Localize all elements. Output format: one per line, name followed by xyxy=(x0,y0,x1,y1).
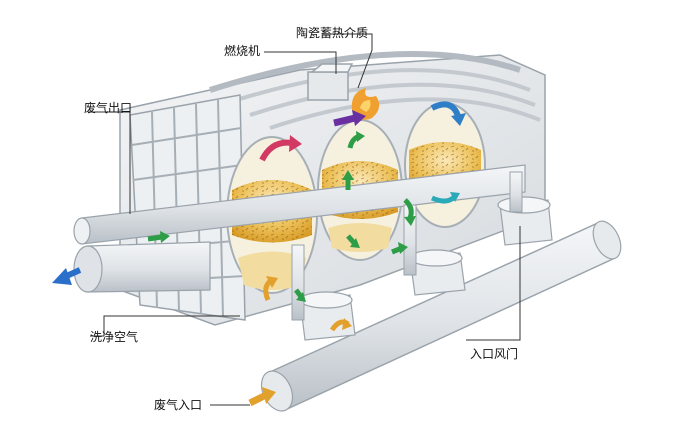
label-burner: 燃烧机 xyxy=(224,44,261,58)
flame-icon xyxy=(351,88,380,120)
arrow-up-green-1 xyxy=(342,170,354,190)
regenerator-bed-3 xyxy=(404,102,486,228)
label-exhaust-inlet: 废气入口 xyxy=(154,398,203,412)
arrow-purple xyxy=(333,110,366,127)
label-exhaust-outlet: 废气出口 xyxy=(84,101,133,115)
inlet-damper-3 xyxy=(497,196,553,246)
arrow-blue-curve xyxy=(430,101,466,126)
arrow-orange-inlet-curve xyxy=(329,318,352,332)
arrow-red-curve xyxy=(259,135,302,162)
leader-burner xyxy=(264,51,337,74)
arrow-up-green-2 xyxy=(347,131,365,149)
arrow-inlet-orange xyxy=(248,387,276,407)
label-inlet-damper: 入口风门 xyxy=(470,347,519,361)
inlet-damper-2 xyxy=(409,249,466,296)
inlet-damper-1 xyxy=(299,291,356,341)
exhaust-outlet-cylinder xyxy=(73,241,211,293)
leader-ceramic-medium xyxy=(330,33,373,89)
arrow-green-bed2-bottom xyxy=(346,234,360,248)
arrow-green-damper2 xyxy=(391,242,408,255)
arrow-green-bed2-right xyxy=(403,198,416,226)
exhaust-outlet-duct xyxy=(73,164,526,245)
leader-inlet-damper xyxy=(466,226,521,341)
label-ceramic-medium: 陶瓷蓄热介质 xyxy=(296,26,369,40)
arrow-outlet-blue xyxy=(52,267,82,285)
inlet-manifold xyxy=(260,220,622,412)
arrow-green-bed1 xyxy=(294,288,306,302)
leader-purge-air xyxy=(90,315,240,337)
leader-lines xyxy=(88,33,521,406)
vertical-connector-pipes xyxy=(291,171,523,321)
arrow-orange-bed1 xyxy=(263,276,278,301)
arrow-duct-green xyxy=(147,231,170,243)
arrow-cyan-bed3 xyxy=(430,192,460,204)
label-purge-air: 洗净空气 xyxy=(90,330,139,344)
leader-exhaust-outlet xyxy=(88,111,131,214)
burner xyxy=(307,63,354,101)
